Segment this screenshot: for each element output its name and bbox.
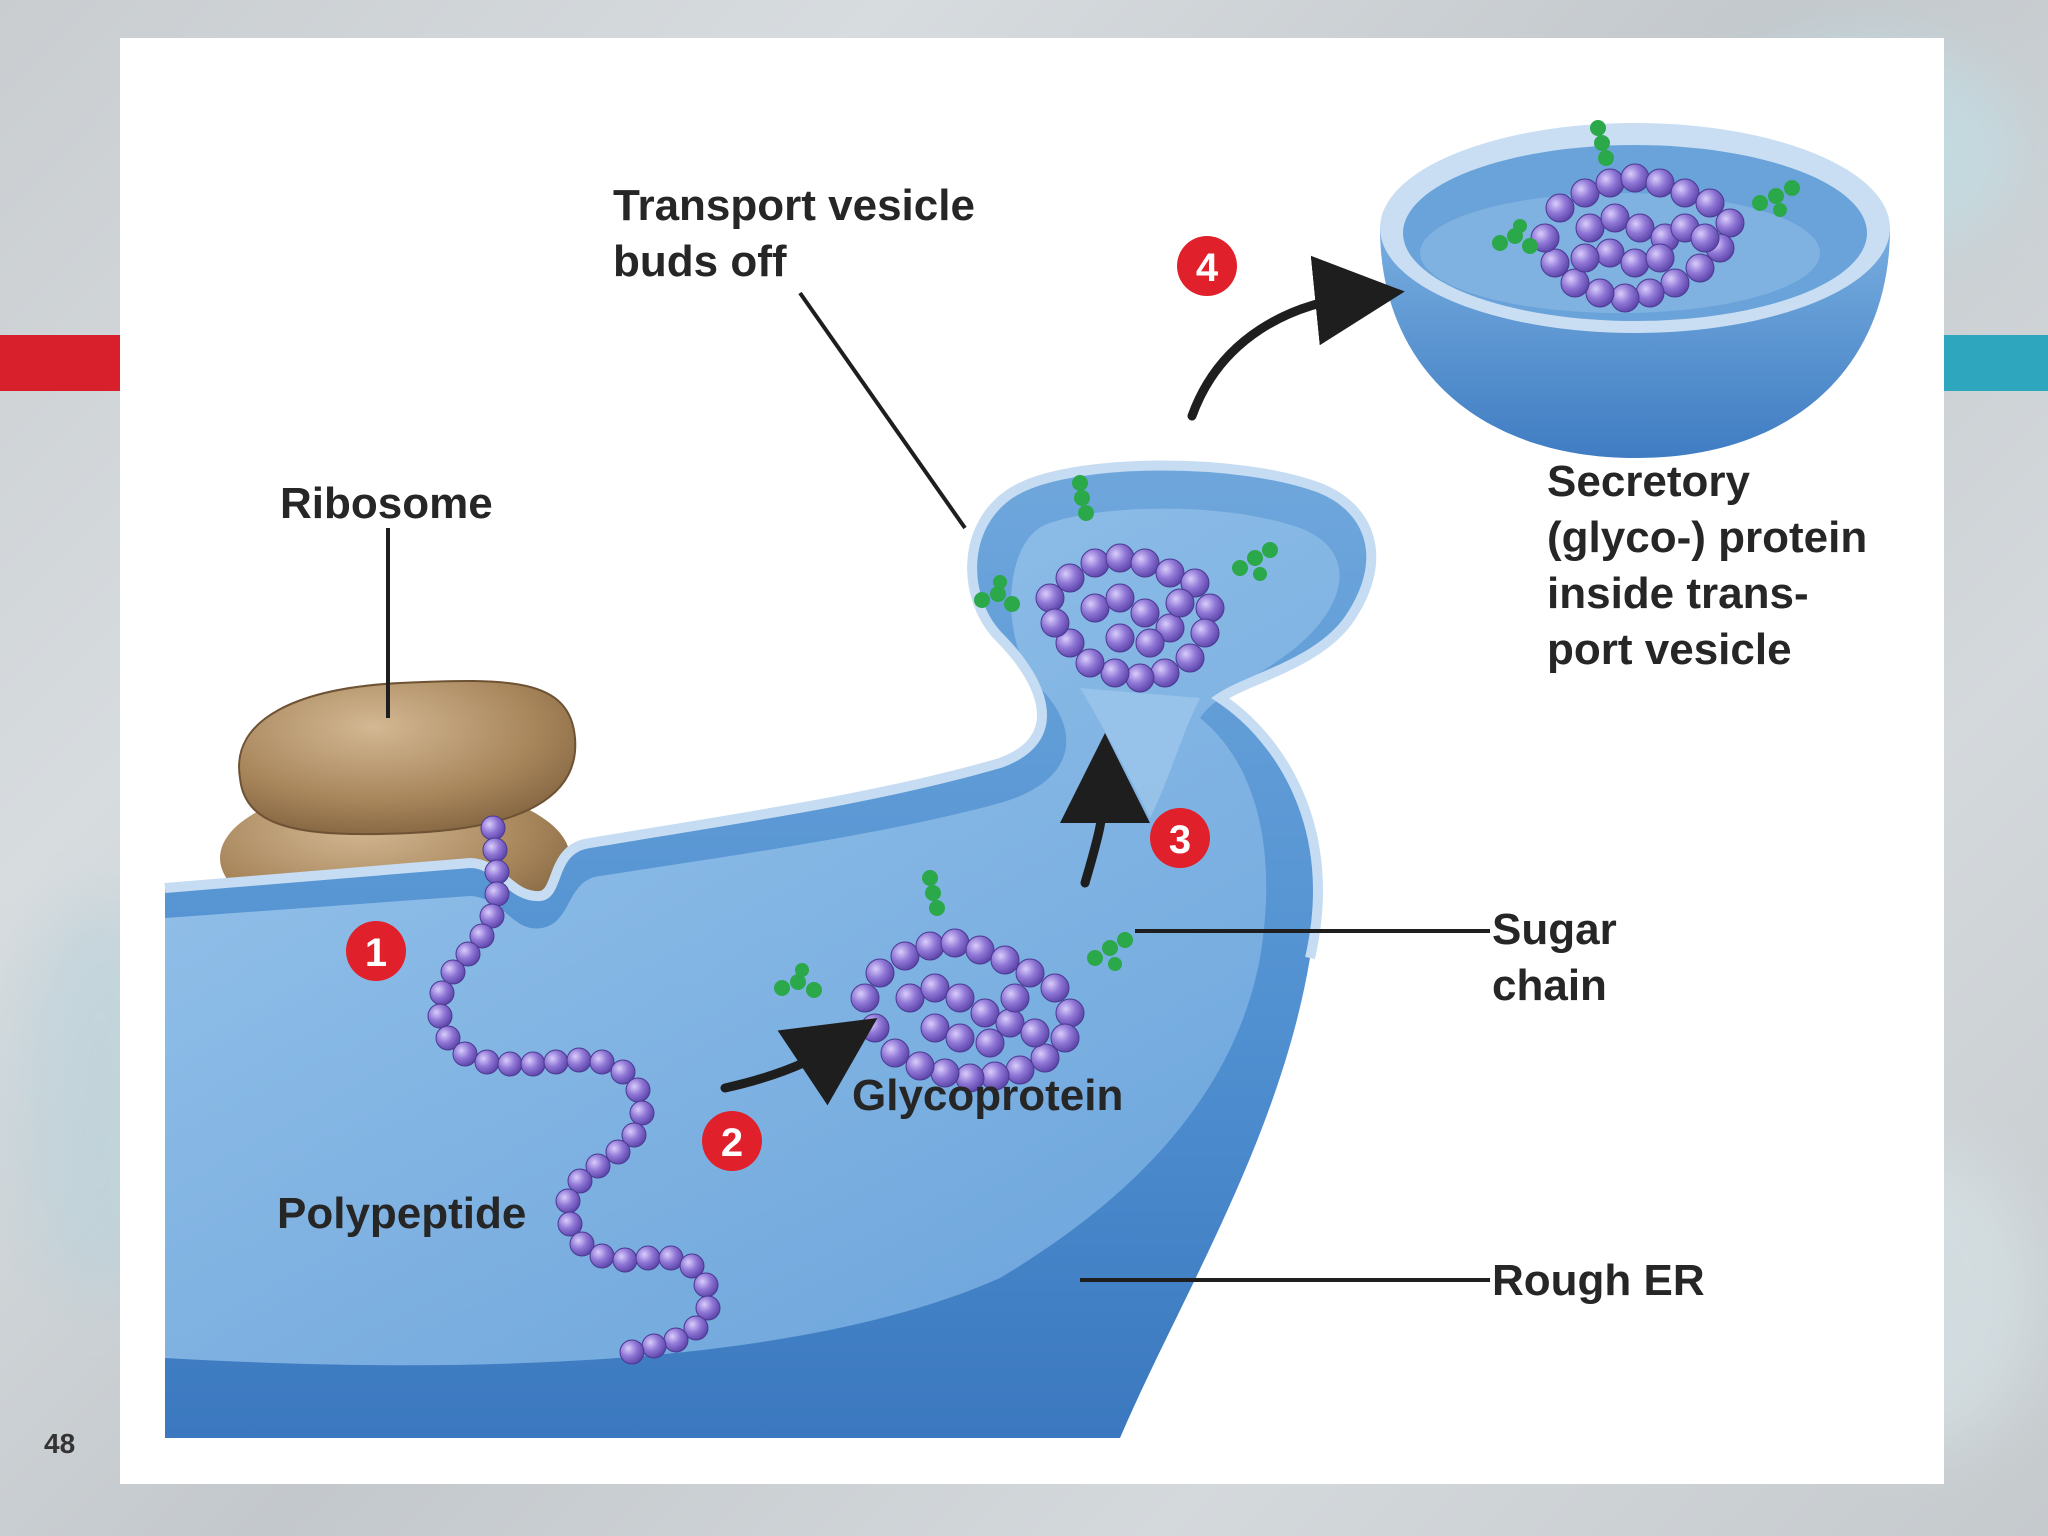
accent-bar-right [1942,335,2048,391]
rough-er-diagram: 1 2 3 4 Ribosome Transport vesicle buds … [164,120,1890,1438]
svg-text:2: 2 [721,1121,743,1165]
label-polypeptide: Polypeptide [277,1189,526,1238]
slide-number: 48 [44,1428,76,1459]
svg-text:3: 3 [1169,818,1191,862]
polypeptide-chain [427,815,721,1365]
label-sugar-chain-line1: Sugar [1492,905,1617,954]
leader-lines [386,291,1490,1282]
label-secretory-line2: (glyco-) protein [1547,513,1867,562]
svg-text:4: 4 [1196,246,1219,290]
label-sugar-chain-line2: chain [1492,961,1607,1010]
step-arrows [720,255,1405,1106]
label-rough-er: Rough ER [1492,1256,1705,1305]
label-glycoprotein: Glycoprotein [852,1071,1123,1120]
accent-bar-left [0,335,120,391]
label-ribosome: Ribosome [280,479,493,528]
sugar-chain-icon [1492,120,1800,254]
step-badge-4: 4 [1177,236,1237,296]
diagram-panel: 1 2 3 4 Ribosome Transport vesicle buds … [120,38,1944,1484]
labels: Ribosome Transport vesicle buds off Secr… [277,181,1867,1305]
label-secretory-line4: port vesicle [1547,625,1792,674]
rough-er-membrane [164,460,1377,1438]
label-secretory-line1: Secretory [1547,457,1751,506]
svg-text:1: 1 [365,931,387,975]
sugar-chain-icon [974,475,1278,612]
vesicle-protein [1530,163,1745,313]
glycoprotein-molecule [850,928,1085,1093]
sugar-chain-icon [774,870,1133,998]
step-badge-2: 2 [702,1111,762,1171]
budding-vesicle-protein [1035,543,1225,693]
step-badge-1: 1 [346,921,406,981]
label-transport-vesicle-line1: Transport vesicle [613,181,975,230]
label-transport-vesicle-line2: buds off [613,237,787,286]
label-secretory-line3: inside trans- [1547,569,1809,618]
step-badge-3: 3 [1150,808,1210,868]
